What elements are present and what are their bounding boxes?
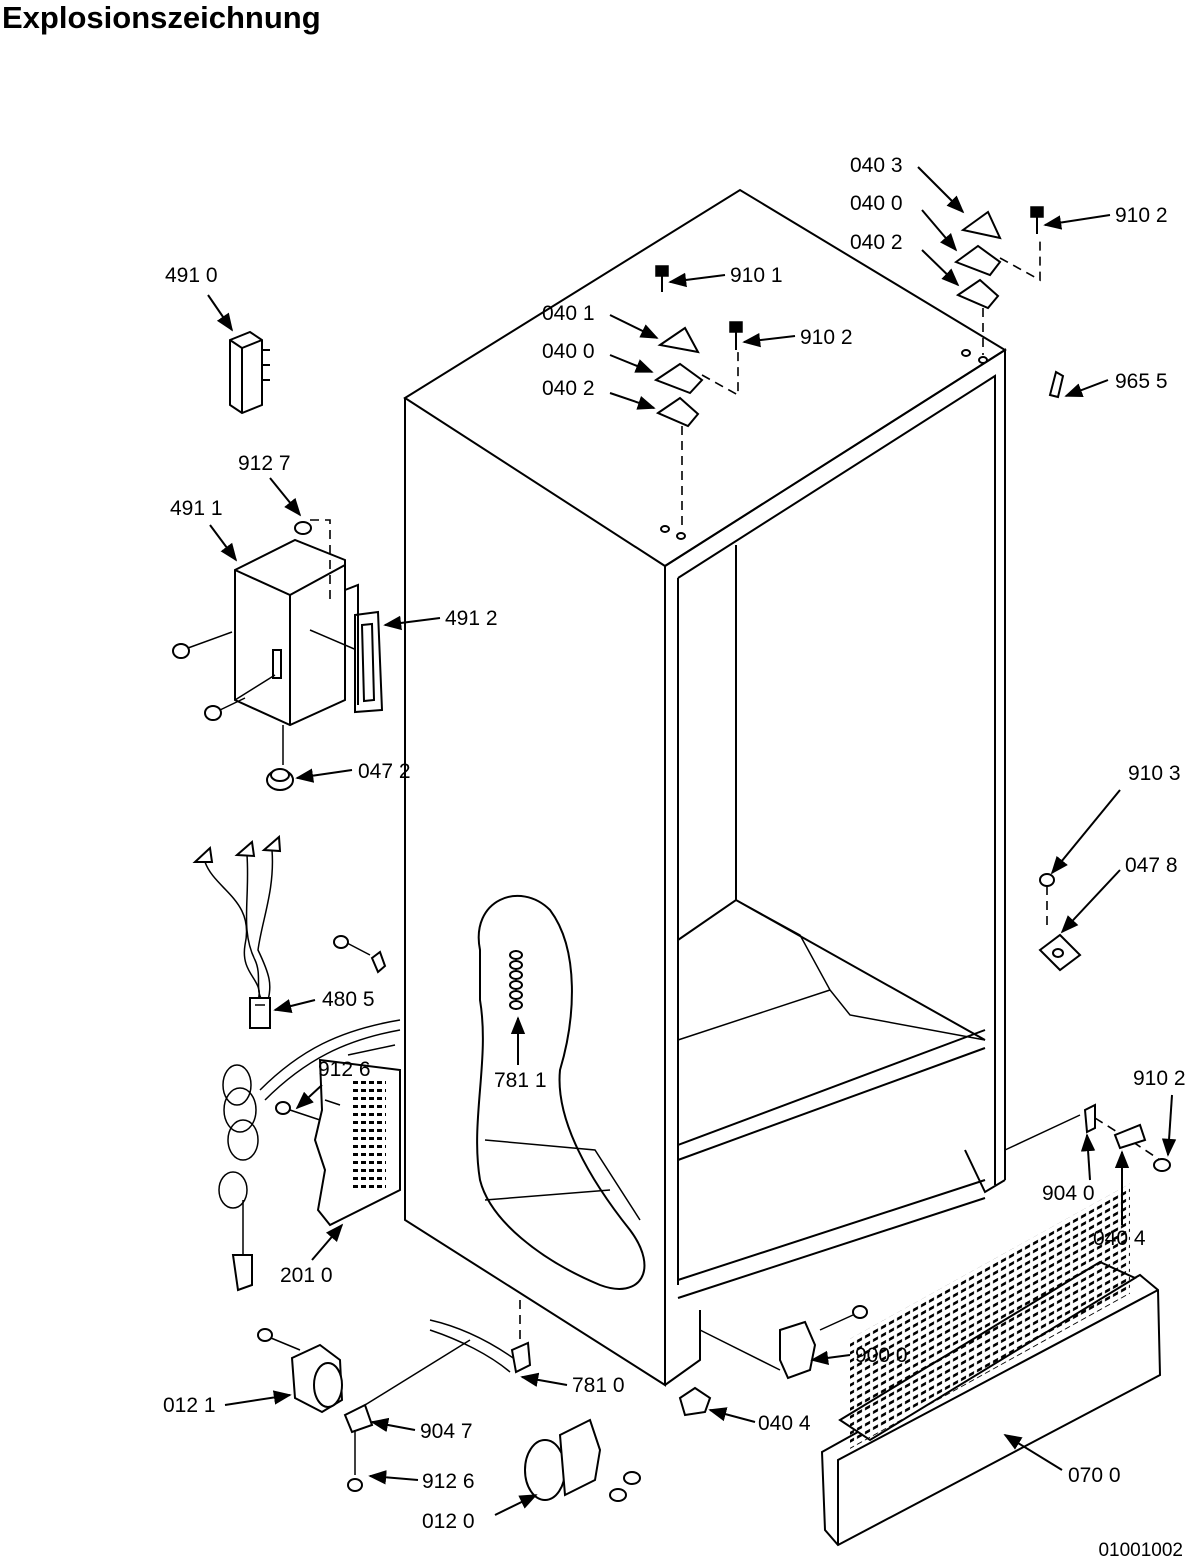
wiring-harness-480-5 [192, 834, 282, 1029]
screw-912-6-bottom [347, 1478, 363, 1492]
label-781-0: 781 0 [572, 1374, 625, 1397]
part-491-0 [229, 330, 270, 415]
label-040-4-right: 040 4 [1093, 1227, 1146, 1250]
part-201-0-panel [275, 1044, 401, 1227]
screw-910-2-middle [729, 321, 743, 350]
label-047-2: 047 2 [358, 760, 411, 783]
part-781-1 [509, 950, 523, 1010]
label-201-0: 201 0 [280, 1264, 333, 1287]
label-040-2-mid: 040 2 [542, 377, 595, 400]
clip-965-5 [1048, 370, 1065, 399]
label-900-0: 900 0 [855, 1344, 908, 1367]
label-040-0-top: 040 0 [850, 192, 903, 215]
label-491-1: 491 1 [170, 497, 223, 520]
part-491-1-box [234, 519, 381, 765]
part-047-2 [266, 768, 294, 791]
label-910-1: 910 1 [730, 264, 783, 287]
screw-clip-left [333, 935, 387, 974]
label-912-6-bottom: 912 6 [422, 1470, 475, 1493]
label-912-6-left: 912 6 [318, 1058, 371, 1081]
label-040-3: 040 3 [850, 154, 903, 177]
label-070-0: 070 0 [1068, 1464, 1121, 1487]
label-047-8: 047 8 [1125, 854, 1178, 877]
label-491-2: 491 2 [445, 607, 498, 630]
part-040-4-bottom [678, 1386, 712, 1417]
drawing-number: 01001002 [1098, 1540, 1183, 1561]
screw-910-1 [655, 265, 669, 292]
top-hinge-middle [653, 326, 739, 530]
part-781-0-tube [429, 1300, 532, 1374]
screw-910-2-top [1030, 206, 1044, 234]
label-012-1: 012 1 [163, 1394, 216, 1417]
label-965-5: 965 5 [1115, 370, 1168, 393]
screws-491-1 [172, 631, 246, 721]
label-910-3: 910 3 [1128, 762, 1181, 785]
part-047-8 [1038, 873, 1082, 972]
page-title: Explosionszeichnung [2, 0, 321, 35]
label-910-2-right: 910 2 [1133, 1067, 1186, 1090]
label-040-1: 040 1 [542, 302, 595, 325]
power-cord [218, 1019, 401, 1292]
label-491-0: 491 0 [165, 264, 218, 287]
label-040-4-bottom: 040 4 [758, 1412, 811, 1435]
part-904-0-bracket [1004, 1103, 1171, 1172]
label-912-7: 912 7 [238, 452, 291, 475]
leader-lines [207, 166, 1177, 1516]
label-480-5: 480 5 [322, 988, 375, 1011]
part-012-0 [524, 1418, 641, 1502]
label-040-0-mid: 040 0 [542, 340, 595, 363]
callout-labels: 040 3 040 0 040 2 910 2 491 0 910 1 040 … [163, 154, 1186, 1533]
label-040-2-top: 040 2 [850, 231, 903, 254]
label-012-0: 012 0 [422, 1510, 475, 1533]
label-910-2-mid: 910 2 [800, 326, 853, 349]
part-900-0 [699, 1305, 868, 1380]
part-070-0-grille [820, 1183, 1162, 1547]
part-904-7 [343, 1403, 374, 1475]
part-012-1 [257, 1328, 471, 1414]
label-910-2-top: 910 2 [1115, 204, 1168, 227]
cabinet [403, 188, 1007, 1387]
label-904-7: 904 7 [420, 1420, 473, 1443]
label-781-1: 781 1 [494, 1069, 547, 1092]
label-904-0: 904 0 [1042, 1182, 1095, 1205]
top-hinge-right [953, 210, 1041, 355]
part-491-2-bracket [344, 583, 384, 714]
